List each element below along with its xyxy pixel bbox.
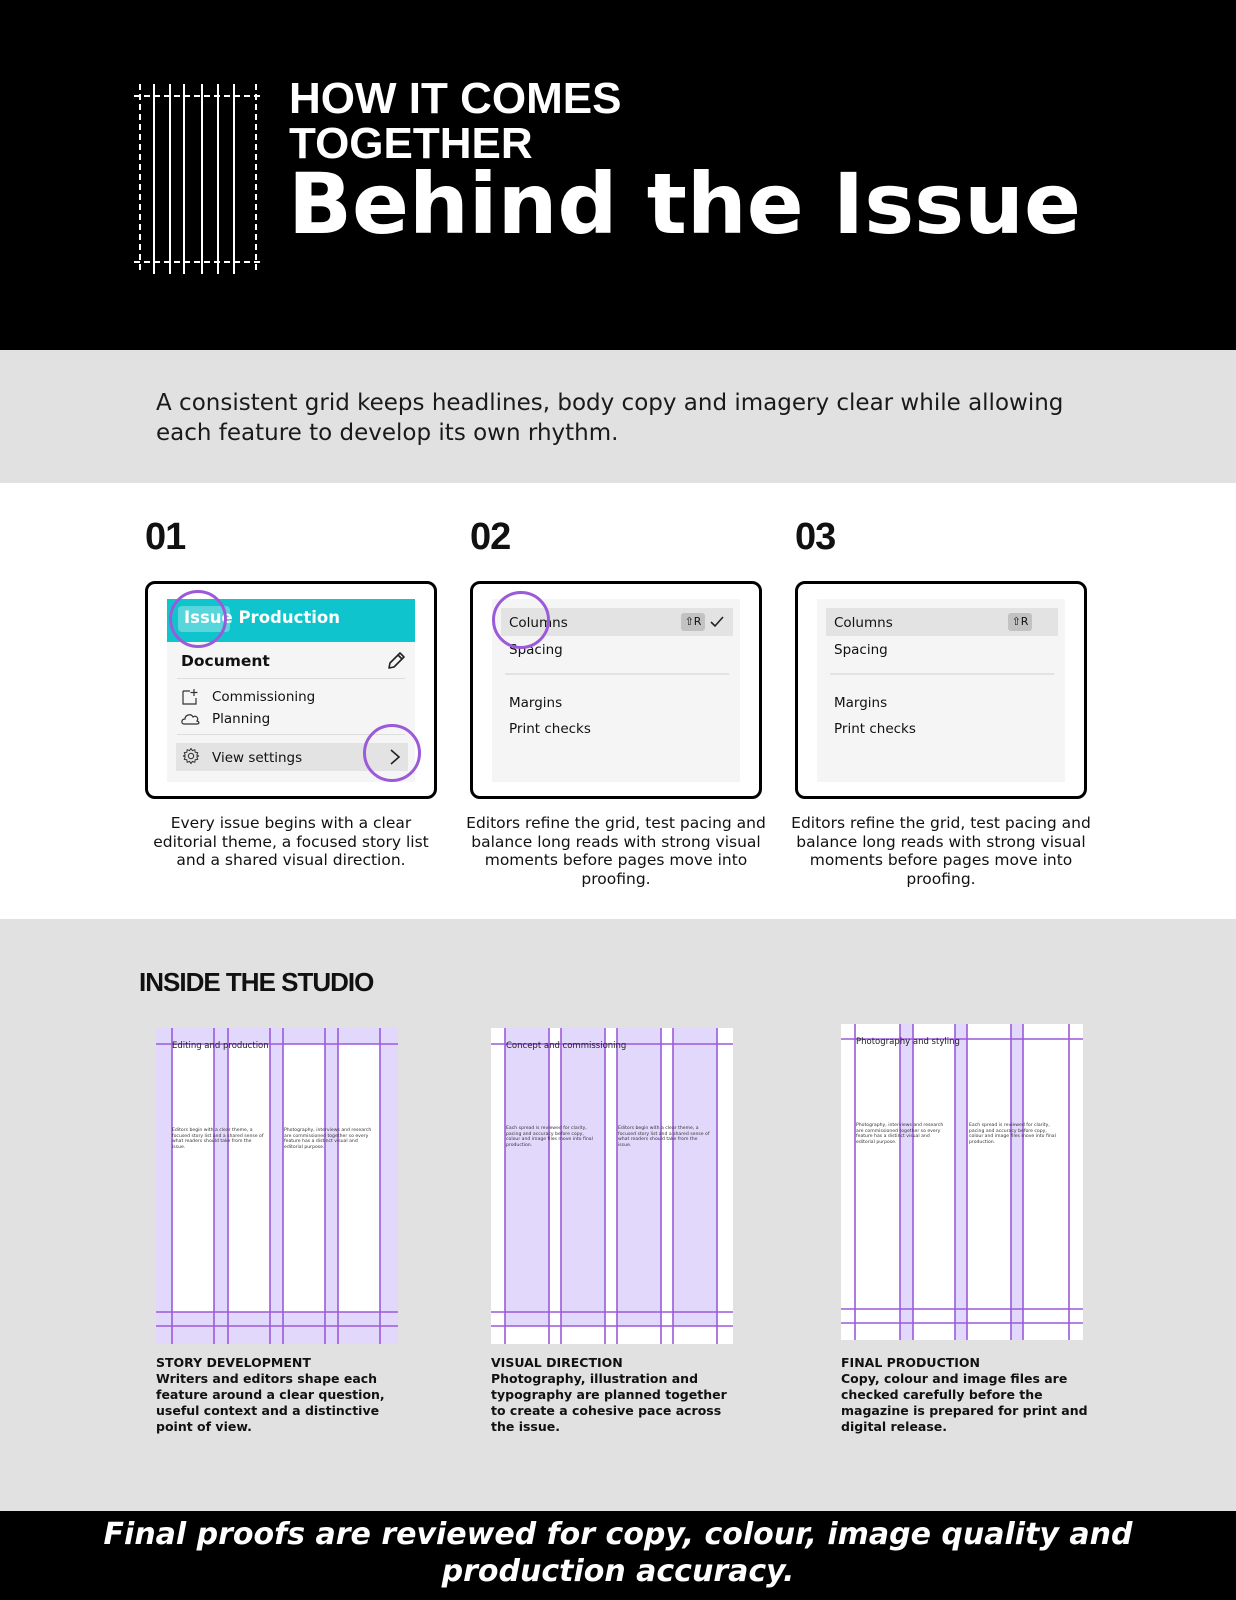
stage-description: STORY DEVELOPMENT Writers and editors sh… xyxy=(156,1355,406,1435)
stage-description: FINAL PRODUCTION Copy, colour and image … xyxy=(841,1355,1091,1435)
stage-title: FINAL PRODUCTION xyxy=(841,1355,981,1370)
grid-overlay xyxy=(156,1028,398,1344)
spread-heading: Photography and styling xyxy=(856,1037,960,1047)
stage-text: Copy, colour and image files are checked… xyxy=(841,1371,1088,1434)
divider xyxy=(830,673,1054,675)
grid-logo-icon xyxy=(134,84,262,274)
menu-item-columns[interactable]: Columns xyxy=(834,615,893,631)
spread-copy: Photography, interviews and research are… xyxy=(856,1123,944,1145)
step-caption: Editors refine the grid, test pacing and… xyxy=(466,814,766,888)
menu-item-margins[interactable]: Margins xyxy=(834,695,888,711)
highlight-ring xyxy=(169,590,227,648)
step-number: 01 xyxy=(145,516,186,558)
shortcut-badge: ⇧R xyxy=(1008,613,1032,631)
spread-heading: Editing and production xyxy=(172,1041,269,1051)
grid-spread: Editing and production Editors begin wit… xyxy=(156,1028,398,1344)
menu-item-spacing[interactable]: Spacing xyxy=(834,642,888,658)
menu-item-commissioning[interactable]: Commissioning xyxy=(212,689,316,705)
footer-band: Final proofs are reviewed for copy, colo… xyxy=(0,1511,1236,1600)
pencil-icon[interactable] xyxy=(385,650,407,672)
stage-text: Writers and editors shape each feature a… xyxy=(156,1371,385,1434)
footer-text: Final proofs are reviewed for copy, colo… xyxy=(103,1517,1133,1589)
spread-copy: Each spread is reviewed for clarity, pac… xyxy=(969,1123,1056,1145)
menu-item-print-checks[interactable]: Print checks xyxy=(834,721,916,737)
grid-spread: Photography and styling Photography, int… xyxy=(841,1024,1083,1340)
step-caption: Every issue begins with a clear editoria… xyxy=(153,814,429,869)
checkmark-icon xyxy=(710,616,724,628)
step-card: Columns ⇧R Spacing Margins Print checks xyxy=(795,581,1087,799)
menu-item-planning[interactable]: Planning xyxy=(212,711,271,727)
step-caption: Editors refine the grid, test pacing and… xyxy=(791,814,1091,888)
studio-title: INSIDE THE STUDIO xyxy=(139,967,374,997)
studio-section: INSIDE THE STUDIO Editing and p xyxy=(0,919,1236,1511)
intro-text: A consistent grid keeps headlines, body … xyxy=(156,390,1064,446)
document-heading: Document xyxy=(181,652,270,670)
highlight-ring xyxy=(363,724,421,782)
cloud-icon xyxy=(181,714,200,725)
hero-header: HOW IT COMES TOGETHER Behind the Issue xyxy=(0,0,1236,350)
hero-kicker: HOW IT COMES TOGETHER xyxy=(289,76,809,166)
spread-heading: Concept and commissioning xyxy=(506,1041,627,1051)
add-page-icon xyxy=(182,689,198,705)
stage-text: Photography, illustration and typography… xyxy=(491,1371,727,1434)
step-03: 03 Columns ⇧R Spacing Margins Print chec… xyxy=(791,515,1091,888)
spread-copy: Editors begin with a clear theme, a focu… xyxy=(618,1126,710,1148)
stage-title: STORY DEVELOPMENT xyxy=(156,1355,311,1370)
step-01: 01 Issue Production Document Commissioni… xyxy=(145,515,437,869)
page-title: Behind the Issue xyxy=(288,155,1081,253)
step-02: 02 Columns ⇧R Spacing Margins Print chec… xyxy=(466,515,766,888)
step-card: Columns ⇧R Spacing Margins Print checks xyxy=(470,581,762,799)
grid-overlay xyxy=(491,1028,733,1344)
divider xyxy=(177,678,405,679)
menu-item-print-checks[interactable]: Print checks xyxy=(509,721,591,737)
menu-item-margins[interactable]: Margins xyxy=(509,695,563,711)
step-number: 03 xyxy=(795,516,836,558)
stage-description: VISUAL DIRECTION Photography, illustrati… xyxy=(491,1355,741,1435)
spread-copy: Each spread is reviewed for clarity, pac… xyxy=(506,1126,593,1148)
step-card: Issue Production Document Commissioning … xyxy=(145,581,437,799)
grid-overlay xyxy=(841,1024,1083,1340)
divider xyxy=(505,673,729,675)
divider xyxy=(177,734,405,735)
spread-copy: Editors begin with a clear theme, a focu… xyxy=(172,1128,264,1150)
view-settings-label: View settings xyxy=(212,750,303,766)
hero-kicker-line-2: TOGETHER xyxy=(289,119,533,168)
spread-copy: Photography, interviews and research are… xyxy=(284,1128,372,1150)
step-number: 02 xyxy=(470,516,511,558)
gear-icon xyxy=(182,747,200,765)
grid-spread: Concept and commissioning Each spread is… xyxy=(491,1028,733,1344)
highlight-ring xyxy=(492,591,550,649)
intro-band: A consistent grid keeps headlines, body … xyxy=(0,350,1236,483)
shortcut-badge: ⇧R xyxy=(681,613,705,631)
stage-title: VISUAL DIRECTION xyxy=(491,1355,623,1370)
hero-kicker-line-1: HOW IT COMES xyxy=(289,74,622,123)
